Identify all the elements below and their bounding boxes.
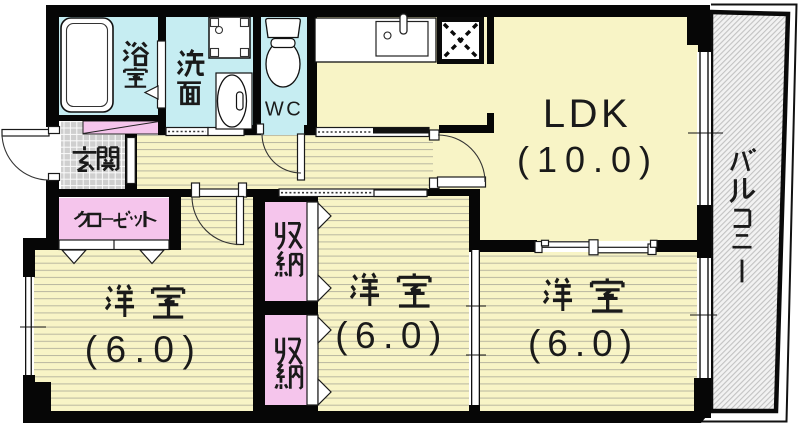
svg-text:(10.0): (10.0) <box>517 139 659 180</box>
svg-text:(6.0): (6.0) <box>528 323 639 364</box>
svg-text:(6.0): (6.0) <box>85 329 204 370</box>
svg-text:LDK: LDK <box>543 92 631 136</box>
svg-text:(6.0): (6.0) <box>335 315 449 356</box>
svg-text:WC: WC <box>265 99 303 121</box>
